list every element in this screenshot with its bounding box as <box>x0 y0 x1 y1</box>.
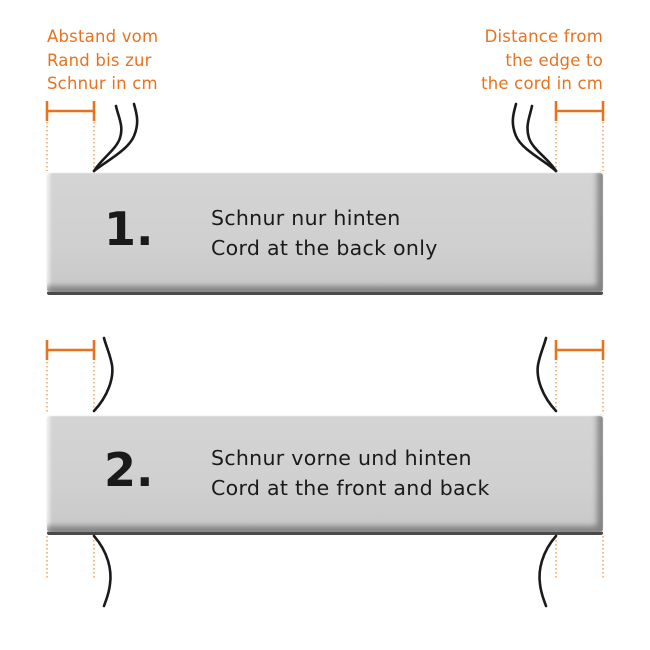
cushion-option-2 <box>47 414 603 535</box>
label-line: the edge to <box>505 50 603 70</box>
cord-left-top-a <box>92 104 123 173</box>
option-1-number: 1. <box>104 202 154 256</box>
measure-bracket-left-top <box>45 101 96 121</box>
cord-right-bottom <box>538 534 558 608</box>
distance-label-german: Abstand vom Rand bis zur Schnur in cm <box>47 25 158 96</box>
label-line: Schnur in cm <box>47 74 158 93</box>
cord-left-top-b <box>92 102 139 173</box>
option-1-german: Schnur nur hinten <box>211 206 401 230</box>
cord-right-mid <box>536 336 558 413</box>
guide-lines <box>46 102 604 578</box>
cord-right-top-a <box>526 104 558 173</box>
option-2-number: 2. <box>104 443 154 497</box>
label-line: Distance from <box>484 27 603 46</box>
option-1-caption: Schnur nur hinten Cord at the back only <box>211 203 438 263</box>
option-2-german: Schnur vorne und hinten <box>211 446 472 470</box>
cord-right-top-b <box>511 102 558 173</box>
cushion-option-1 <box>47 171 603 295</box>
measure-bracket-right-mid <box>554 340 605 360</box>
measure-bracket-right-top <box>554 101 605 121</box>
measure-bracket-left-mid <box>45 340 96 360</box>
cords <box>92 102 558 608</box>
distance-label-english: Distance from the edge to the cord in cm <box>481 25 603 96</box>
option-2-caption: Schnur vorne und hinten Cord at the fron… <box>211 443 490 503</box>
label-line: the cord in cm <box>481 74 603 93</box>
label-line: Rand bis zur <box>47 50 152 70</box>
measure-brackets <box>45 101 605 360</box>
label-line: Abstand vom <box>47 27 159 46</box>
cord-left-bottom <box>92 534 112 608</box>
cord-left-mid <box>92 336 114 413</box>
option-2-english: Cord at the front and back <box>211 476 490 500</box>
option-1-english: Cord at the back only <box>211 236 438 260</box>
